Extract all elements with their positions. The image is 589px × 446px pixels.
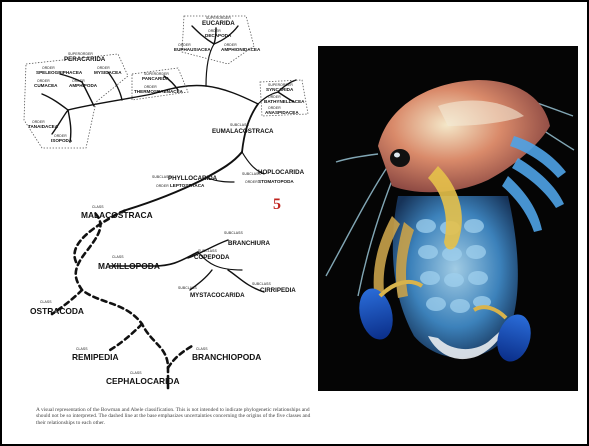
- subclass-cirripedia-rank: SUBCLASS: [252, 282, 271, 286]
- subclass-cirripedia-label: CIRRIPEDIA: [260, 287, 296, 294]
- class-maxillopoda-rank: CLASS: [112, 255, 124, 259]
- classification-tree-diagram: SUPERORDER EUCARIDA ORDER DECAPODA ORDER…: [2, 2, 322, 444]
- mysidacea-branch: [108, 72, 122, 100]
- superorder-eucarida-label: EUCARIDA: [202, 20, 235, 27]
- subclass-branchiura-rank: SUBCLASS: [224, 231, 243, 235]
- subclass-hoplocarida-label: HOPLOCARIDA: [258, 169, 304, 176]
- class-remipedia-rank: CLASS: [76, 347, 88, 351]
- cirripedia-branch: [228, 270, 264, 292]
- subclass-mystacocarida-rank: SUBCLASS: [178, 286, 197, 290]
- cumacea-branch: [42, 94, 68, 110]
- order-stomatopoda-label: STOMATOPODA: [258, 179, 294, 184]
- order-thermosbaenacea-label: THERMOSBAENACEA: [134, 89, 183, 94]
- subclass-copepoda-rank: SUBCLASS: [198, 249, 217, 253]
- order-amphionidacea-label: AMPHIONIDACEA: [221, 47, 260, 52]
- subclass-copepoda-label: COPEPODA: [194, 254, 229, 261]
- subclass-mystacocarida-label: MYSTACOCARIDA: [190, 292, 245, 299]
- subclass-branchiura-label: BRANCHIURA: [228, 240, 270, 247]
- subclass-eumalacostraca-rank: SUBCLASS: [230, 123, 249, 127]
- order-leptostraca-label: LEPTOSTRACA: [170, 183, 204, 188]
- class-malacostraca-label: MALACOSTRACA: [81, 210, 153, 220]
- class-maxillopoda-label: MAXILLOPODA: [98, 261, 160, 271]
- order-tanaidacea-label: TANAIDACEA: [28, 124, 58, 129]
- order-amphipoda-label: AMPHIPODA: [69, 83, 97, 88]
- superorder-pancarida-label: PANCARIDA: [142, 76, 169, 81]
- order-cumacea-label: CUMACEA: [34, 83, 57, 88]
- order-anaspidacea-label: ANASPIDACEA: [265, 110, 299, 115]
- mantis-shrimp-photo: [318, 46, 578, 391]
- dashed-to-remipedia: [110, 324, 142, 350]
- order-leptostraca-rank: ORDER: [156, 184, 169, 188]
- subclass-eumalacostraca-label: EUMALACOSTRACA: [212, 128, 274, 135]
- order-euphausiacea-label: EUPHAUSIACEA: [174, 47, 211, 52]
- class-cephalocarida-rank: CLASS: [130, 371, 142, 375]
- class-ostracoda-label: OSTRACODA: [30, 306, 84, 316]
- subclass-phyllocarida-label: PHYLLOCARIDA: [168, 175, 217, 182]
- mantis-shrimp-illustration: [318, 46, 578, 391]
- superorder-peracarida-label: PERACARIDA: [64, 56, 105, 63]
- order-isopoda-label: ISOPODA: [51, 138, 72, 143]
- order-stomatopoda-rank: ORDER: [245, 180, 258, 184]
- order-mysidacea-label: MYSIDACEA: [94, 70, 122, 75]
- order-decapoda-label: DECAPODA: [205, 33, 231, 38]
- class-cephalocarida-label: CEPHALOCARIDA: [106, 376, 180, 386]
- tanaidacea-branch: [52, 110, 68, 134]
- class-ostracoda-rank: CLASS: [40, 300, 52, 304]
- class-remipedia-label: REMIPEDIA: [72, 352, 119, 362]
- left-trunk: [206, 86, 258, 104]
- superorder-syncarida-label: SYNCARIDA: [266, 87, 293, 92]
- order-speleogriphacea-label: SPELEOGRIPHACEA: [36, 70, 82, 75]
- slide-number: 5: [273, 196, 281, 214]
- class-malacostraca-rank: CLASS: [92, 205, 104, 209]
- class-branchiopoda-label: BRANCHIOPODA: [192, 352, 261, 362]
- dashed-to-branchiopoda: [168, 346, 192, 368]
- order-bathynellacea-label: BATHYNELLACEA: [264, 99, 305, 104]
- class-branchiopoda-rank: CLASS: [196, 347, 208, 351]
- figure-caption: A visual representation of the Bowman an…: [36, 407, 316, 426]
